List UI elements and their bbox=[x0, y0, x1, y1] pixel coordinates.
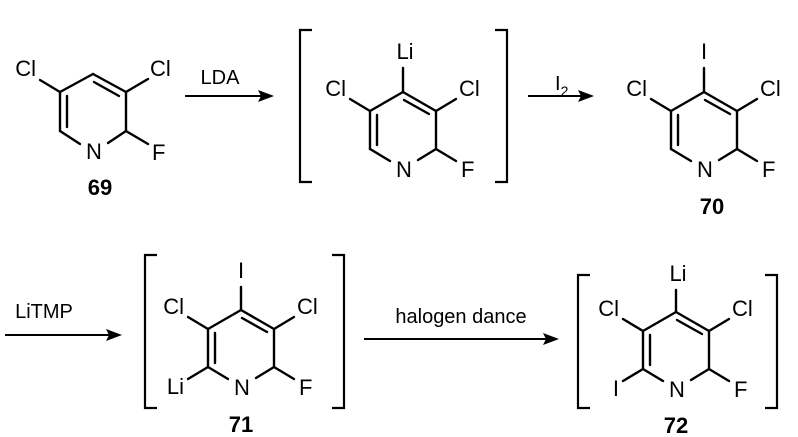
reagent-litmp: LiTMP bbox=[15, 301, 73, 323]
reagent-iodine: I2 bbox=[555, 73, 569, 99]
structure-72: Li Cl Cl I N F 72 bbox=[576, 261, 779, 437]
compound-label-69: 69 bbox=[88, 175, 112, 200]
compound-label-70: 70 bbox=[700, 194, 724, 219]
atom-cl-int1-right: Cl bbox=[459, 76, 480, 101]
atom-cl-71-left: Cl bbox=[163, 294, 184, 319]
compound-label-71: 71 bbox=[229, 412, 253, 437]
atom-f-69: F bbox=[152, 140, 165, 165]
atom-n-72: N bbox=[669, 377, 685, 402]
structure-70: I Cl Cl N F 70 bbox=[626, 39, 781, 219]
structure-69: N F Cl Cl 69 bbox=[15, 56, 171, 200]
atom-cl-int1-left: Cl bbox=[325, 76, 346, 101]
atom-i-70: I bbox=[701, 39, 707, 64]
compound-label-72: 72 bbox=[664, 413, 688, 437]
atom-cl-72-left: Cl bbox=[598, 296, 619, 321]
structure-71: I Cl Cl Li N F 71 bbox=[143, 253, 346, 437]
atom-li-72: Li bbox=[669, 261, 686, 286]
arrow-iodine: I2 bbox=[528, 73, 594, 102]
atom-n-int1: N bbox=[396, 157, 412, 182]
atom-n-70: N bbox=[697, 157, 713, 182]
reagent-halogen-dance: halogen dance bbox=[395, 306, 526, 328]
structure-lithio-intermediate: Li Cl Cl N F bbox=[298, 28, 509, 184]
atom-f-71: F bbox=[299, 375, 312, 400]
atom-f-int1: F bbox=[461, 157, 474, 182]
atom-cl-71-right: Cl bbox=[297, 294, 318, 319]
arrow-halogen-dance: halogen dance bbox=[364, 306, 559, 345]
atom-i-71: I bbox=[238, 258, 244, 283]
atom-i-72: I bbox=[613, 376, 619, 401]
arrow-lda: LDA bbox=[185, 67, 274, 102]
atom-n-69: N bbox=[86, 139, 102, 164]
atom-cl-69-right: Cl bbox=[150, 56, 171, 81]
atom-cl-70-left: Cl bbox=[626, 76, 647, 101]
atom-cl-72-right: Cl bbox=[732, 296, 753, 321]
reagent-lda: LDA bbox=[201, 67, 241, 89]
atom-cl-69-left: Cl bbox=[15, 56, 36, 81]
atom-cl-70-right: Cl bbox=[760, 76, 781, 101]
atom-li-int1: Li bbox=[396, 39, 413, 64]
atom-n-71: N bbox=[234, 375, 250, 400]
atom-f-72: F bbox=[734, 377, 747, 402]
arrow-litmp: LiTMP bbox=[5, 301, 122, 341]
atom-li-71: Li bbox=[167, 374, 184, 399]
atom-f-70: F bbox=[762, 157, 775, 182]
